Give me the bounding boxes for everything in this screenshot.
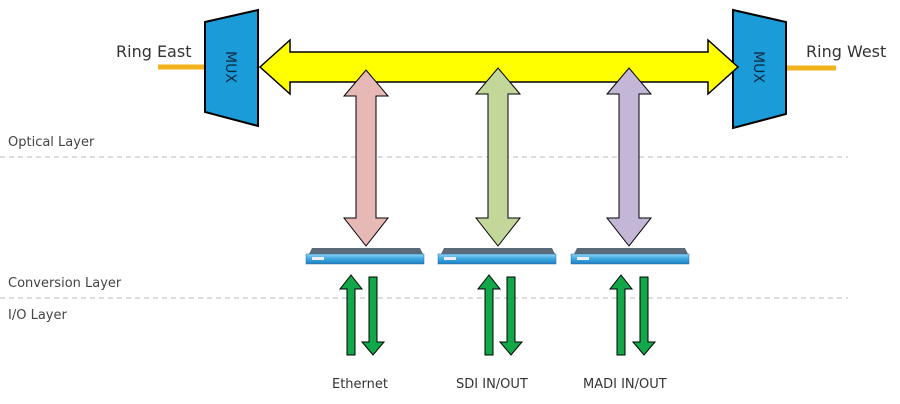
mux-left-label: MUX [221, 51, 238, 83]
converter-device-icon [570, 248, 690, 265]
sdi-up-arrow-icon [476, 274, 502, 356]
ethernet-up-arrow-icon [338, 274, 364, 356]
ring-west-label: Ring West [806, 42, 887, 61]
madi-double-arrow-icon [605, 67, 653, 247]
mux-right-icon [732, 8, 787, 130]
converter-device-icon [305, 248, 425, 265]
madi-up-arrow-icon [608, 274, 634, 356]
ethernet-double-arrow-icon [342, 69, 390, 247]
madi-down-arrow-icon [631, 276, 657, 356]
conversion-layer-label: Conversion Layer [8, 276, 122, 291]
ethernet-down-arrow-icon [360, 276, 386, 356]
optical-layer-label: Optical Layer [8, 135, 95, 150]
mux-left-icon [204, 8, 259, 128]
mux-right-label: MUX [749, 51, 766, 83]
sdi-double-arrow-icon [474, 67, 522, 247]
io-layer-label: I/O Layer [8, 308, 67, 323]
sdi-down-arrow-icon [498, 276, 524, 356]
converter-device-icon [437, 248, 557, 265]
ring-east-label: Ring East [116, 42, 192, 61]
ethernet-label: Ethernet [332, 377, 388, 392]
madi-label: MADI IN/OUT [583, 377, 667, 392]
sdi-label: SDI IN/OUT [456, 377, 528, 392]
